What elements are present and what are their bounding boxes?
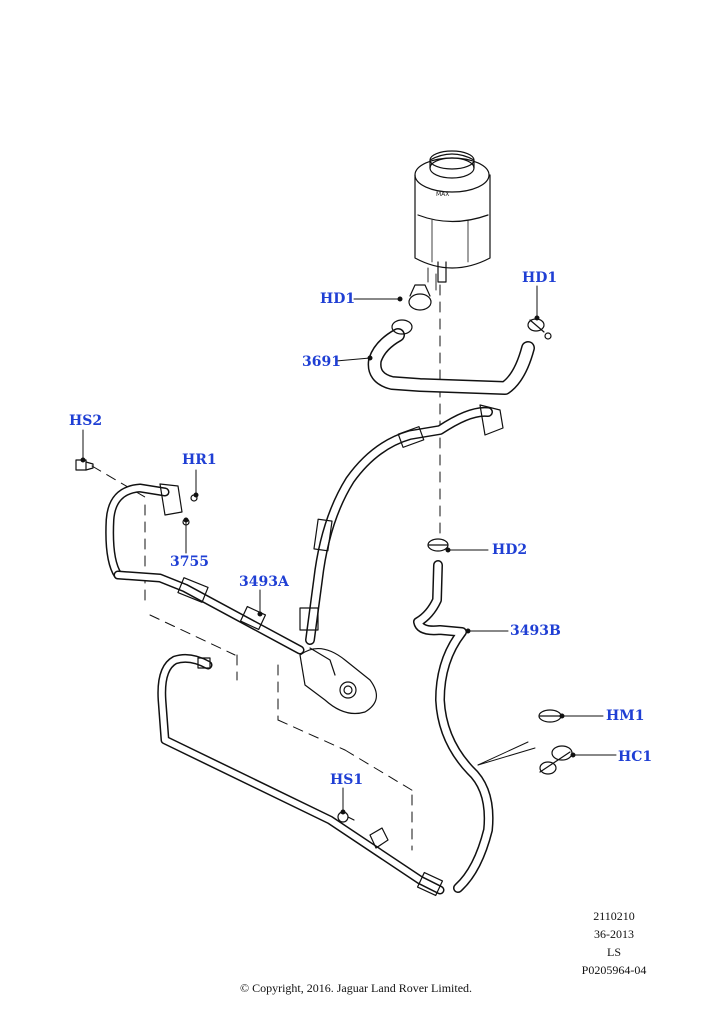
clip-hc1 — [539, 745, 573, 775]
callout-hs1: HS1 — [330, 772, 364, 788]
callout-3493b: 3493B — [510, 623, 561, 639]
clip-hm1 — [538, 709, 562, 723]
hose-3691 — [367, 284, 535, 395]
callout-3493a: 3493A — [239, 574, 289, 590]
callout-hc1: HC1 — [618, 749, 653, 765]
hose-3493b — [413, 538, 494, 893]
callout-3755: 3755 — [170, 554, 209, 570]
ref-number-3: LS — [606, 945, 621, 959]
bolt-hs1 — [337, 811, 355, 823]
callout-hd1-right: HD1 — [522, 270, 558, 286]
ref-number-2: 36-2013 — [594, 927, 634, 941]
leader-lines — [80, 285, 617, 815]
callout-hd2: HD2 — [492, 542, 528, 558]
copyright-notice: © Copyright, 2016. Jaguar Land Rover Lim… — [239, 981, 473, 995]
clip-hd1-right — [527, 318, 552, 340]
ref-number-1: 2110210 — [593, 909, 635, 923]
cooler-return-tube — [157, 653, 445, 897]
assembly-guide-lines — [91, 284, 441, 851]
hose-3493a-upper — [299, 404, 504, 645]
callout-3691: 3691 — [302, 354, 341, 370]
reservoir-max-mark: MAX — [436, 191, 449, 198]
callout-hd1-left: HD1 — [320, 291, 356, 307]
callout-hr1: HR1 — [182, 452, 217, 468]
tube-3493a-lower — [105, 483, 305, 655]
callout-hs2: HS2 — [69, 413, 103, 429]
pump-fitting — [299, 647, 377, 715]
ref-number-4: P0205964-04 — [581, 963, 647, 977]
reservoir: MAX — [414, 150, 491, 291]
callout-hm1: HM1 — [606, 708, 645, 724]
